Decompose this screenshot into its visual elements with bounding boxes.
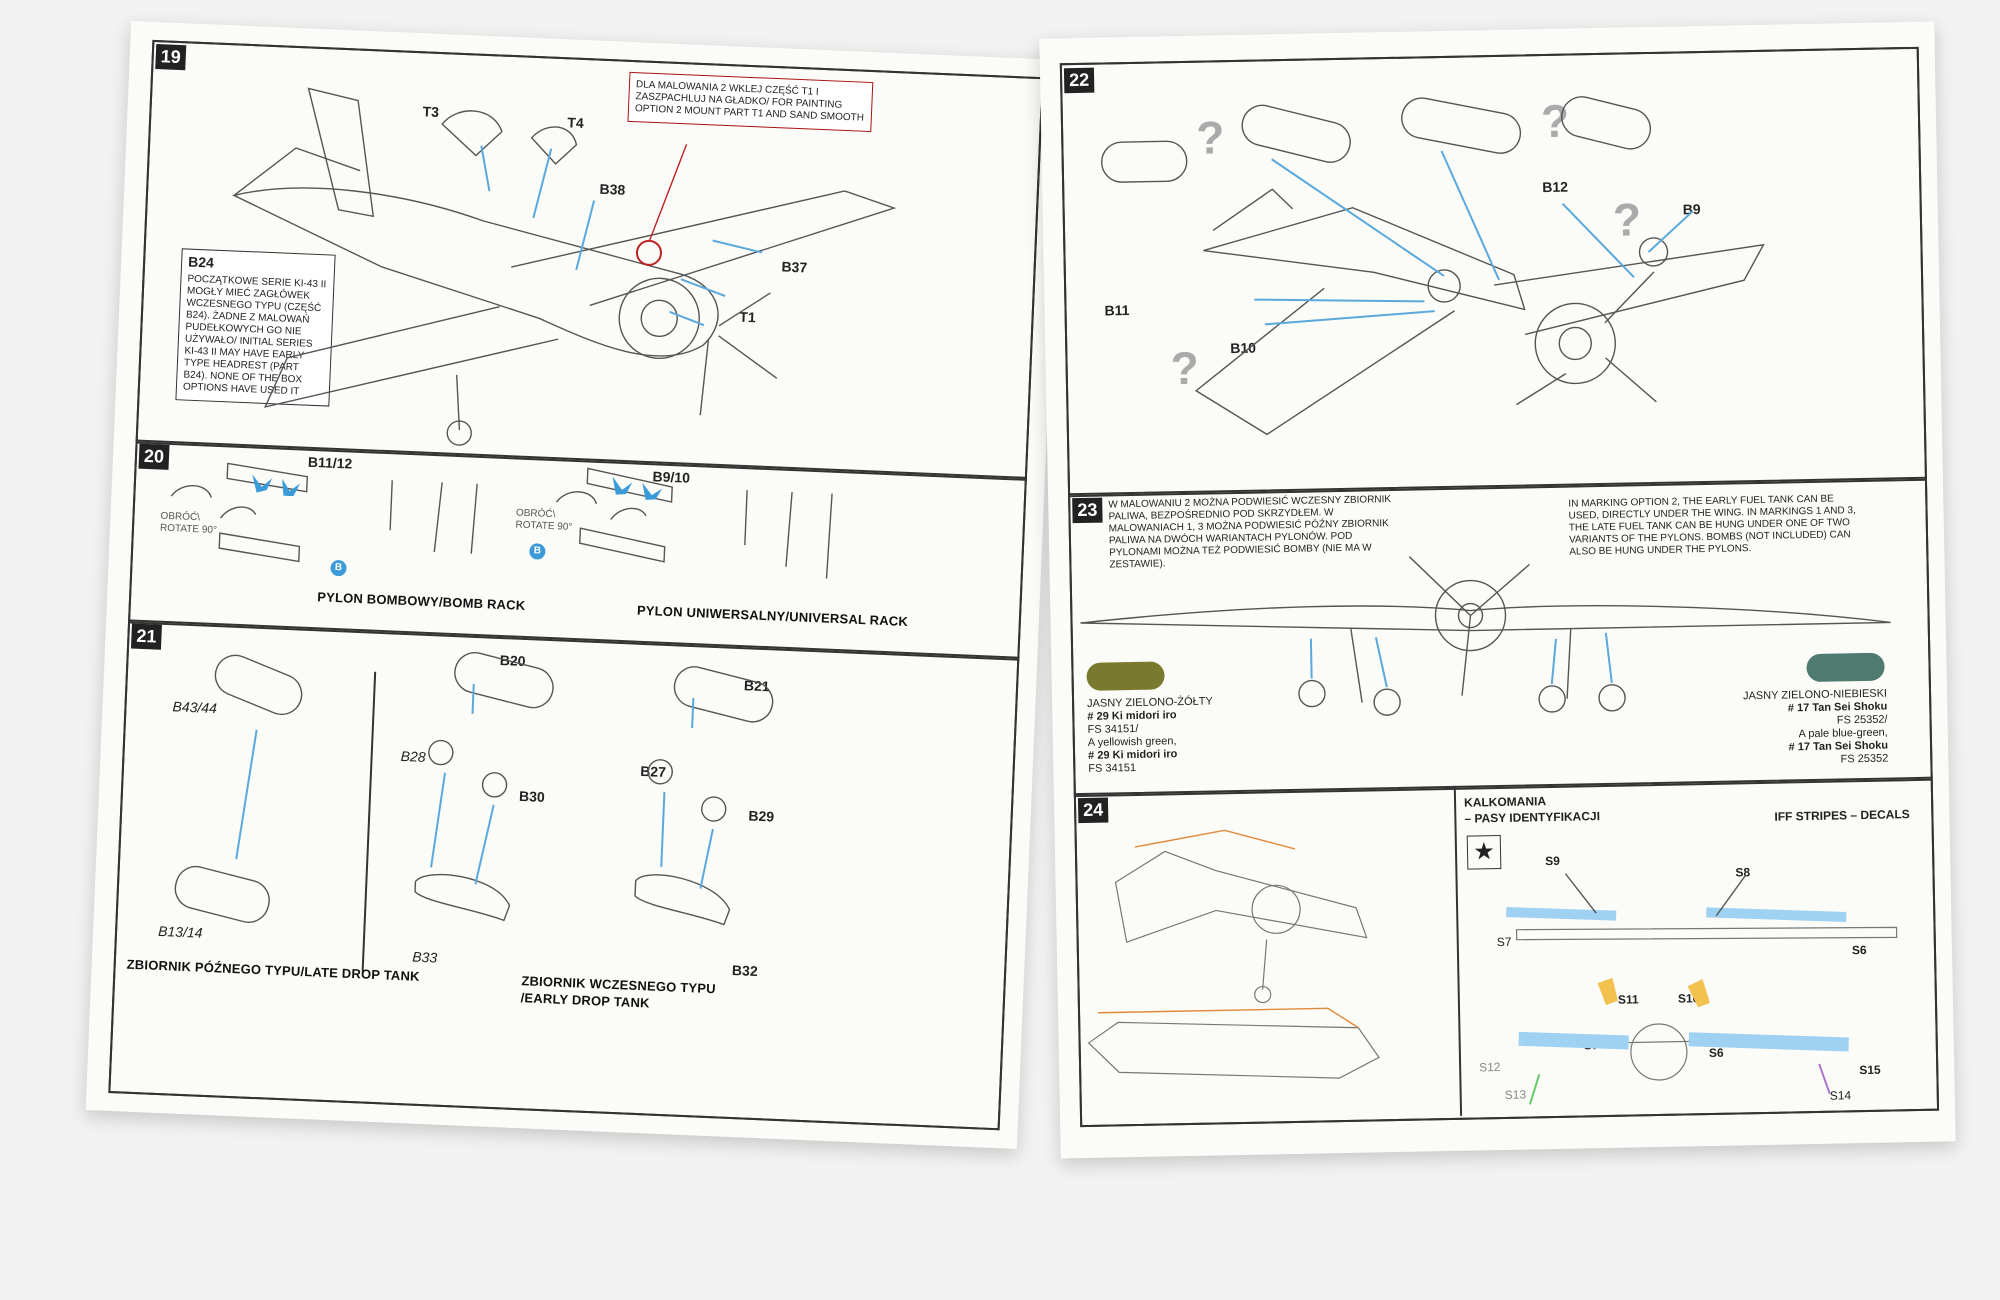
step-24-decal-drawings <box>1087 829 1898 1105</box>
step-23-aircraft-front-drawing <box>1080 556 1891 716</box>
step-19-aircraft-drawing <box>231 87 897 446</box>
step-22-aircraft-drawing <box>1101 96 1765 436</box>
step-21-tank-drawings <box>174 651 774 926</box>
right-instruction-page: 22 ? ? ? ? B12 B9 B11 B10 <box>1039 21 1956 1159</box>
left-instruction-page: 19 T3 T4 B38 B37 T1 DLA MALOWANIA 2 WKLE… <box>85 20 1063 1150</box>
step-20-rack-drawings <box>170 462 833 579</box>
